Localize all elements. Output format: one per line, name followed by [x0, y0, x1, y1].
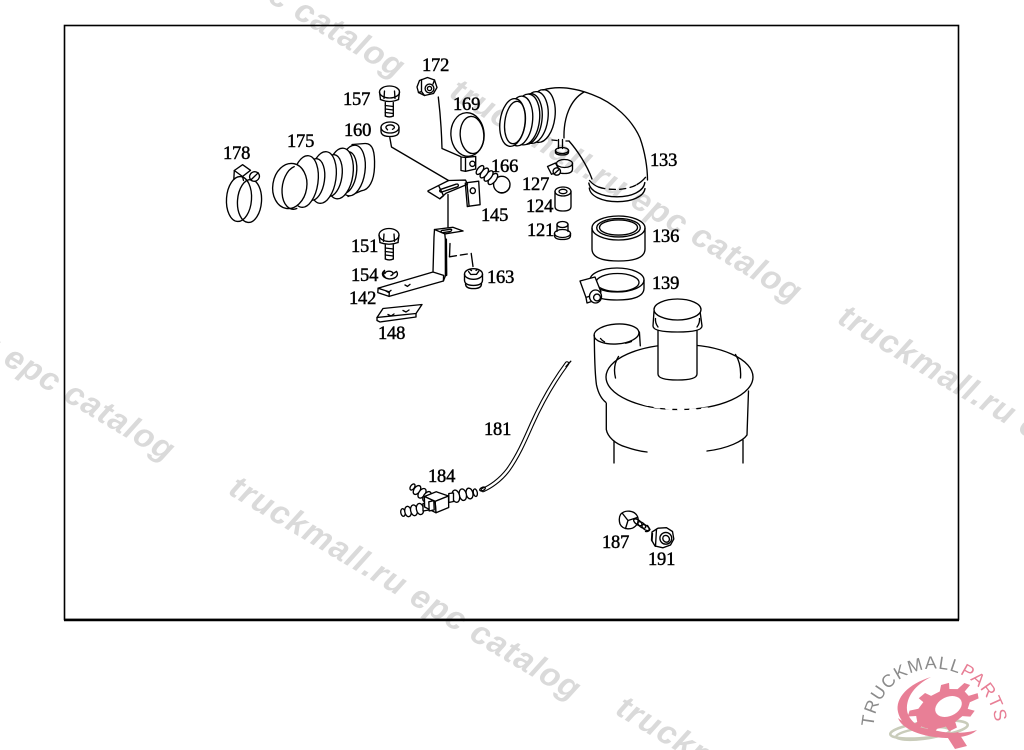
svg-text:172: 172	[422, 56, 449, 76]
svg-text:139: 139	[652, 274, 679, 294]
svg-text:136: 136	[652, 227, 679, 247]
svg-text:175: 175	[287, 132, 314, 152]
svg-text:157: 157	[343, 90, 370, 110]
svg-text:160: 160	[344, 121, 371, 141]
svg-text:178: 178	[223, 144, 250, 164]
svg-text:121: 121	[527, 221, 554, 241]
svg-text:184: 184	[428, 467, 455, 487]
svg-text:169: 169	[453, 95, 480, 115]
svg-text:187: 187	[602, 533, 629, 553]
svg-text:124: 124	[526, 197, 553, 217]
svg-text:181: 181	[484, 420, 511, 440]
svg-text:145: 145	[481, 206, 508, 226]
svg-text:142: 142	[349, 289, 376, 309]
svg-text:127: 127	[522, 175, 549, 195]
svg-text:191: 191	[648, 550, 675, 570]
svg-text:166: 166	[491, 157, 518, 177]
svg-text:163: 163	[487, 268, 514, 288]
svg-text:154: 154	[351, 266, 378, 286]
svg-text:148: 148	[378, 324, 405, 344]
svg-text:133: 133	[650, 151, 677, 171]
svg-text:151: 151	[351, 237, 378, 257]
